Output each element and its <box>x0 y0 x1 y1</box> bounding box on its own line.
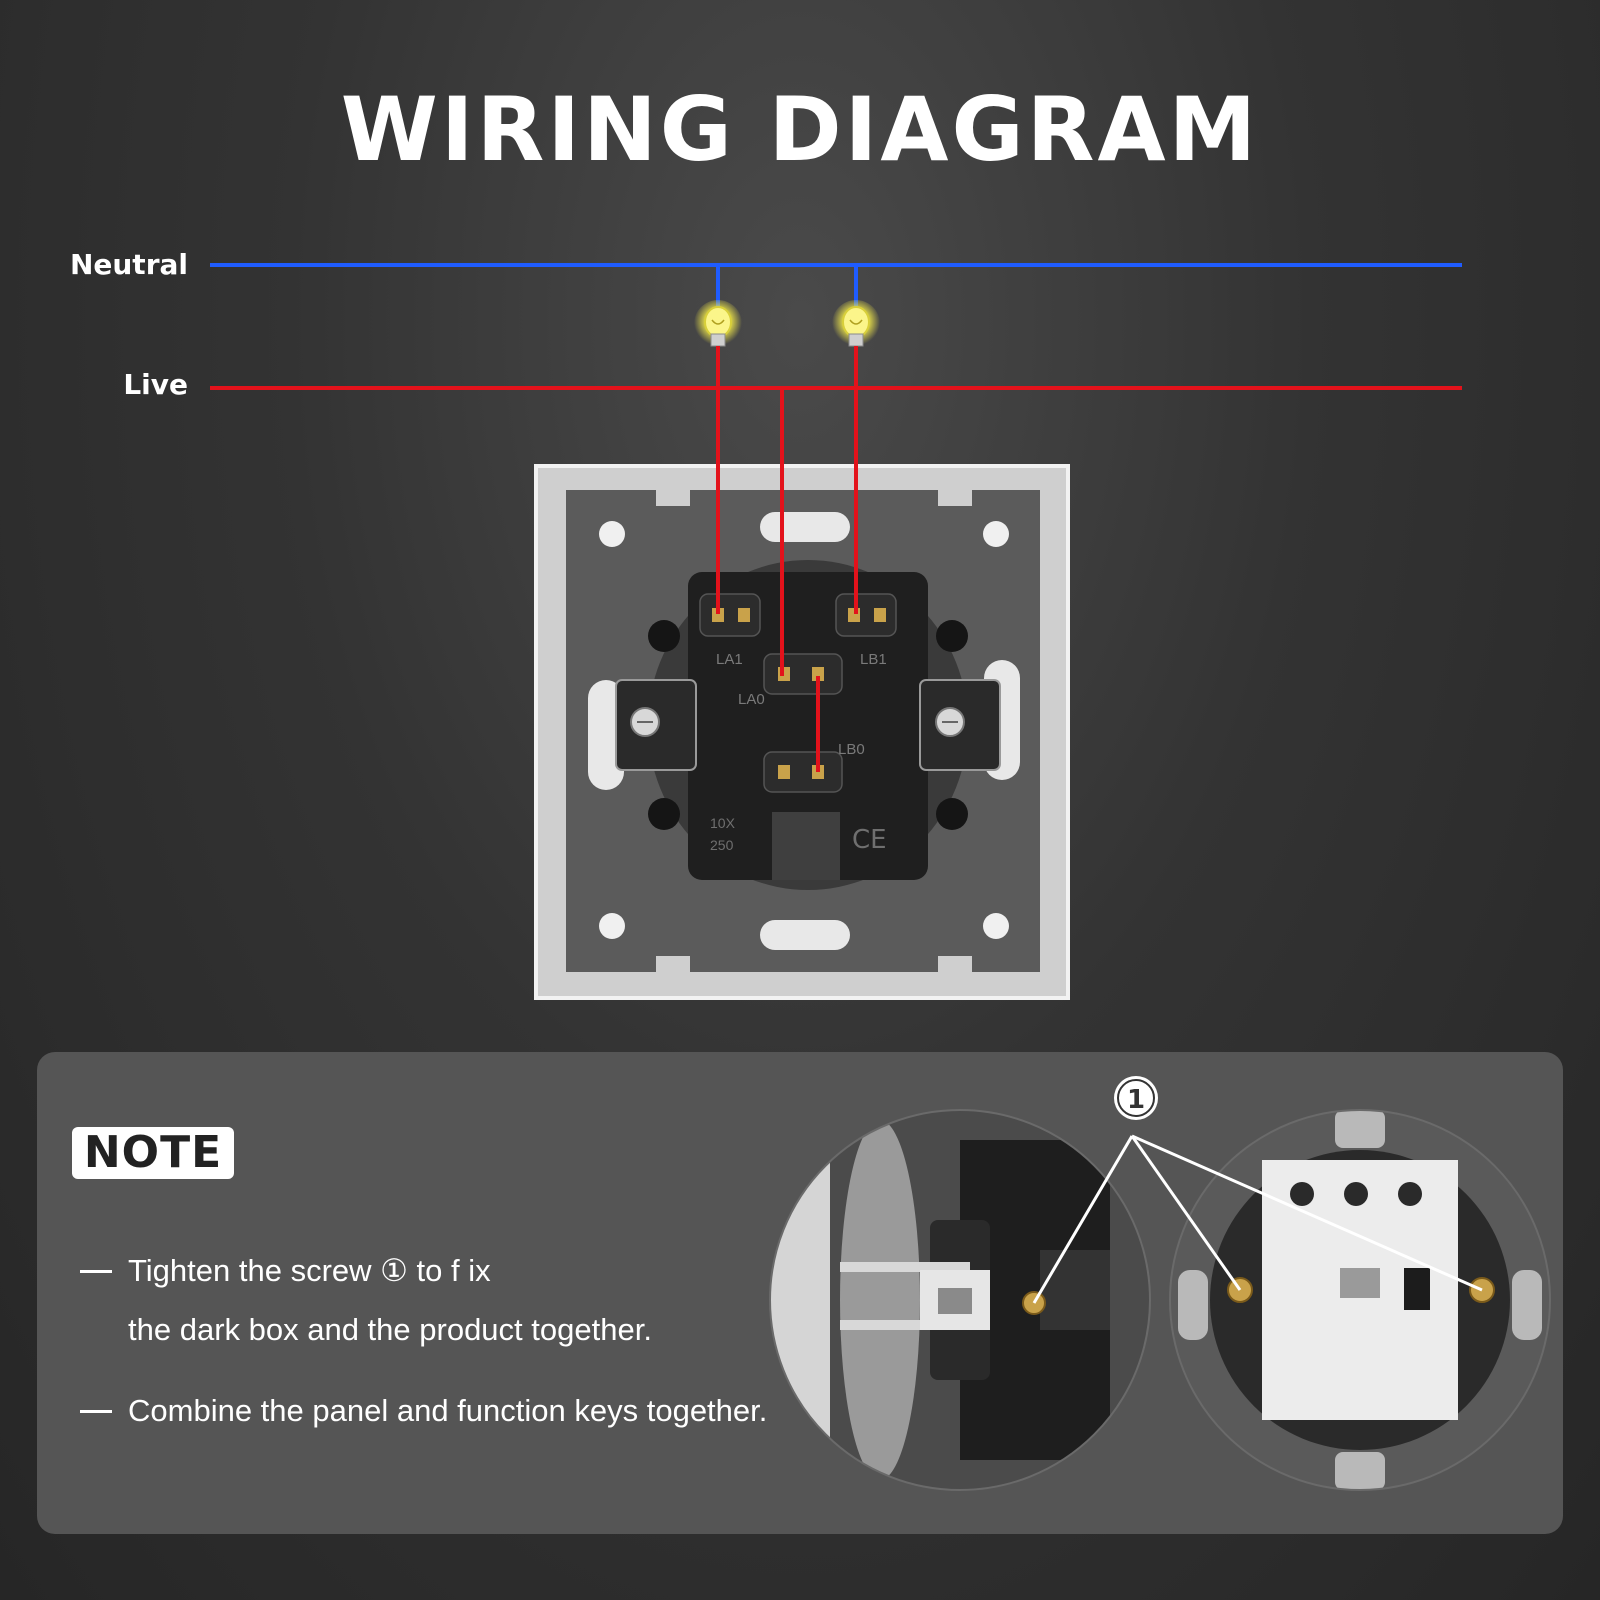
callout-marker: 1 <box>1114 1076 1158 1120</box>
screw-icon <box>935 707 965 737</box>
callout-line <box>1131 1134 1483 1292</box>
note-item-2: Combine the panel and function keys toge… <box>128 1393 768 1428</box>
wiring-diagram: LA1 LB1 LA0 LB0 10X 250 CE <box>210 263 1462 1000</box>
bullet-dash <box>80 1410 112 1413</box>
rating-current: 10X <box>710 815 736 831</box>
detail-side-view <box>770 1110 1150 1490</box>
page-title: WIRING DIAGRAM <box>340 78 1260 181</box>
rating-voltage: 250 <box>710 837 734 853</box>
light-bulb-icon <box>694 300 742 348</box>
note-item-1-line-2: the dark box and the product together. <box>128 1312 652 1347</box>
screw-icon <box>630 707 660 737</box>
ce-mark: CE <box>852 825 887 855</box>
terminal-label-lb1: LB1 <box>860 651 887 668</box>
terminal-label-la1: LA1 <box>716 651 743 668</box>
terminal-label-la0: LA0 <box>738 691 765 708</box>
light-bulb-icon <box>832 300 880 348</box>
live-label: Live <box>123 368 188 401</box>
note-item-1-line-1: Tighten the screw ① to f ix <box>128 1253 491 1288</box>
neutral-label: Neutral <box>69 248 188 281</box>
terminal-label-lb0: LB0 <box>838 741 865 758</box>
switch-mechanism <box>615 560 1001 890</box>
detail-front-view <box>1170 1110 1550 1490</box>
callout-line <box>1130 1135 1242 1291</box>
bullet-dash <box>80 1270 112 1273</box>
svg-text:1: 1 <box>1127 1085 1145 1115</box>
note-badge: NOTE <box>72 1127 234 1179</box>
callout-line <box>1032 1135 1134 1304</box>
